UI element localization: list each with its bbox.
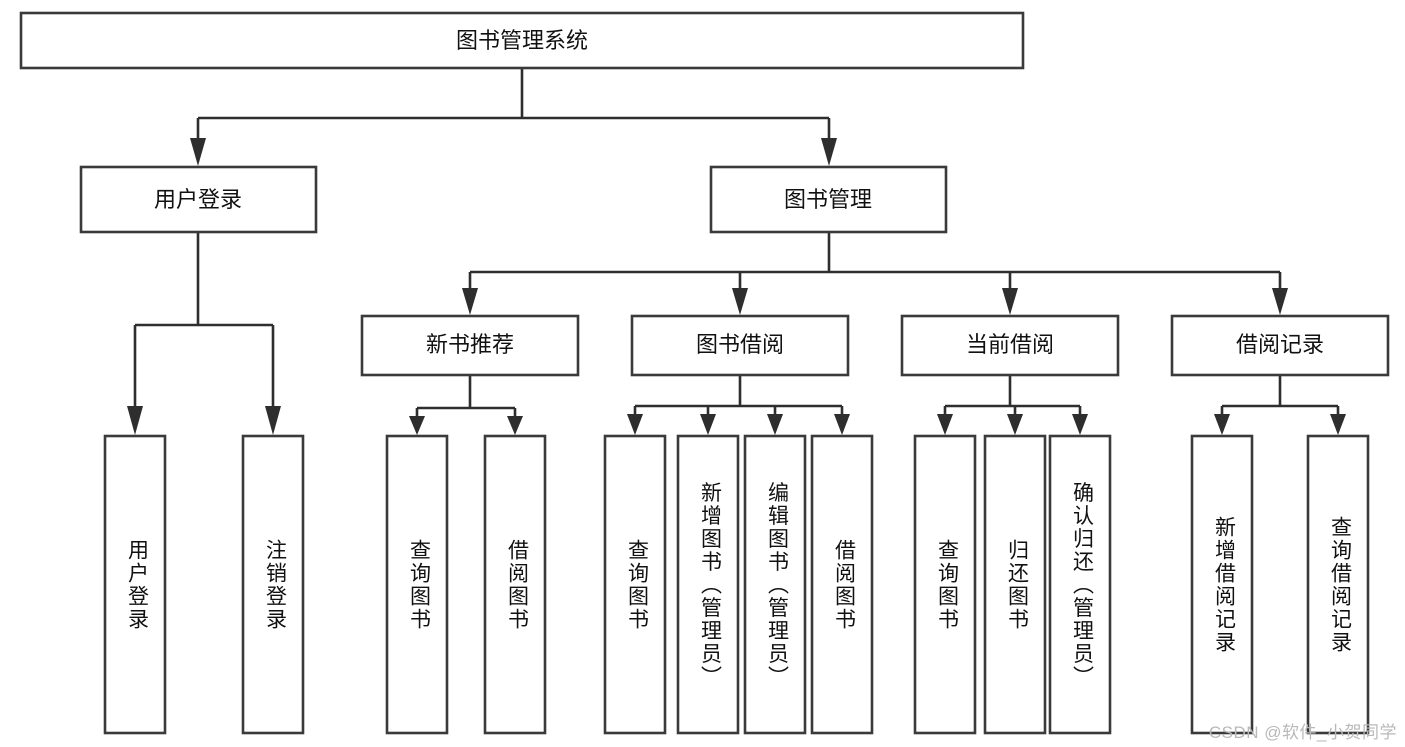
node-leaf-newbook-query-label: 查询图书 <box>407 539 431 631</box>
node-root-box[interactable] <box>19 11 1025 70</box>
node-leaf-user-login[interactable]: 用户登录 <box>103 434 167 735</box>
node-root[interactable]: 图书管理系统 <box>19 11 1025 70</box>
node-current-label: 当前借阅 <box>966 332 1054 357</box>
node-leaf-borrow-edit-label: 编辑图书（管理员） <box>765 482 789 689</box>
node-root-label: 图书管理系统 <box>456 28 588 53</box>
connector-group-current-to-leaves <box>937 375 1088 435</box>
node-records-box[interactable] <box>1170 314 1390 377</box>
node-bookmgmt-label: 图书管理 <box>784 187 872 212</box>
arrow-head-to-leaf-newbook-borrow <box>507 416 523 435</box>
node-leaf-current-confirm[interactable]: 确认归还（管理员） <box>1048 434 1112 735</box>
node-leaf-borrow-edit-box[interactable] <box>743 434 807 735</box>
connector-group-borrow-to-leaves <box>627 375 850 435</box>
node-leaf-user-logout-label: 注销登录 <box>263 539 287 631</box>
arrow-head-to-leaf-current-return <box>1007 414 1023 435</box>
arrow-head-to-leaf-borrow-lend <box>834 414 850 435</box>
node-leaf-current-return-label: 归还图书 <box>1005 539 1029 631</box>
node-bookmgmt[interactable]: 图书管理 <box>709 165 948 234</box>
arrow-head-to-current <box>1002 288 1018 315</box>
node-leaf-borrow-add-box[interactable] <box>676 434 740 735</box>
node-leaf-borrow-lend[interactable]: 借阅图书 <box>810 434 874 735</box>
node-records[interactable]: 借阅记录 <box>1170 314 1390 377</box>
arrow-head-to-leaf-current-confirm <box>1072 414 1088 435</box>
node-leaf-borrow-add[interactable]: 新增图书（管理员） <box>676 434 740 735</box>
node-leaf-records-query-label: 查询借阅记录 <box>1328 516 1352 654</box>
node-leaf-records-add-label: 新增借阅记录 <box>1212 516 1236 654</box>
node-newbook[interactable]: 新书推荐 <box>360 314 580 377</box>
connector-group-root-to-level2 <box>190 68 837 166</box>
node-newbook-label: 新书推荐 <box>426 332 514 357</box>
node-leaf-borrow-edit[interactable]: 编辑图书（管理员） <box>743 434 807 735</box>
arrow-head-to-leaf-borrow-edit <box>767 414 783 435</box>
watermark-text: CSDN @软件_小贺同学 <box>1208 723 1397 742</box>
node-current-box[interactable] <box>900 314 1120 377</box>
arrow-head-to-leaf-records-add <box>1214 414 1230 435</box>
node-leaf-user-login-label: 用户登录 <box>125 539 149 631</box>
node-leaf-borrow-query-label: 查询图书 <box>625 539 649 631</box>
connector-group-bookmgmt-to-level3 <box>462 232 1288 315</box>
node-leaf-borrow-add-label: 新增图书（管理员） <box>698 482 722 689</box>
node-current[interactable]: 当前借阅 <box>900 314 1120 377</box>
node-leaf-borrow-lend-box[interactable] <box>810 434 874 735</box>
arrow-head-to-leaf-user-login <box>127 406 143 435</box>
node-borrow-label: 图书借阅 <box>696 332 784 357</box>
node-login[interactable]: 用户登录 <box>79 165 318 234</box>
node-leaf-records-query-box[interactable] <box>1306 434 1370 735</box>
node-leaf-current-confirm-box[interactable] <box>1048 434 1112 735</box>
arrow-head-to-leaf-user-logout <box>265 406 281 435</box>
arrow-head-to-borrow <box>732 288 748 315</box>
node-bookmgmt-box[interactable] <box>709 165 948 234</box>
node-login-box[interactable] <box>79 165 318 234</box>
node-leaf-user-login-box[interactable] <box>103 434 167 735</box>
node-borrow[interactable]: 图书借阅 <box>630 314 850 377</box>
arrow-head-to-leaf-current-query <box>937 414 953 435</box>
node-newbook-box[interactable] <box>360 314 580 377</box>
arrow-head-to-newbook <box>462 288 478 315</box>
arrow-head-to-login <box>190 138 206 166</box>
node-leaf-newbook-borrow[interactable]: 借阅图书 <box>483 434 547 735</box>
arrow-head-to-leaf-borrow-query <box>627 414 643 435</box>
node-leaf-newbook-borrow-label: 借阅图书 <box>505 539 529 631</box>
node-leaf-current-confirm-label: 确认归还（管理员） <box>1070 482 1094 689</box>
node-leaf-records-query[interactable]: 查询借阅记录 <box>1306 434 1370 735</box>
connector-group-newbook-to-leaves <box>409 375 523 435</box>
node-leaf-current-query-box[interactable] <box>913 434 977 735</box>
node-leaf-newbook-borrow-box[interactable] <box>483 434 547 735</box>
arrow-head-to-leaf-records-query <box>1330 414 1346 435</box>
node-leaf-current-return[interactable]: 归还图书 <box>983 434 1047 735</box>
node-borrow-box[interactable] <box>630 314 850 377</box>
arrow-head-to-bookmgmt <box>821 138 837 166</box>
node-leaf-current-query-label: 查询图书 <box>935 539 959 631</box>
connector-group-login-to-leaves <box>127 232 281 435</box>
node-leaf-user-logout-box[interactable] <box>241 434 305 735</box>
node-leaf-borrow-lend-label: 借阅图书 <box>832 539 856 631</box>
node-leaf-records-add[interactable]: 新增借阅记录 <box>1190 434 1254 735</box>
node-leaf-current-return-box[interactable] <box>983 434 1047 735</box>
node-leaf-user-logout[interactable]: 注销登录 <box>241 434 305 735</box>
node-leaf-newbook-query-box[interactable] <box>385 434 449 735</box>
arrow-head-to-records <box>1272 288 1288 315</box>
node-leaf-current-query[interactable]: 查询图书 <box>913 434 977 735</box>
node-leaf-borrow-query[interactable]: 查询图书 <box>603 434 667 735</box>
node-leaf-borrow-query-box[interactable] <box>603 434 667 735</box>
node-login-label: 用户登录 <box>154 187 242 212</box>
node-leaf-newbook-query[interactable]: 查询图书 <box>385 434 449 735</box>
node-records-label: 借阅记录 <box>1236 332 1324 357</box>
connector-group-records-to-leaves <box>1214 375 1346 435</box>
arrow-head-to-leaf-newbook-query <box>409 416 425 435</box>
arrow-head-to-leaf-borrow-add <box>700 414 716 435</box>
node-leaf-records-add-box[interactable] <box>1190 434 1254 735</box>
